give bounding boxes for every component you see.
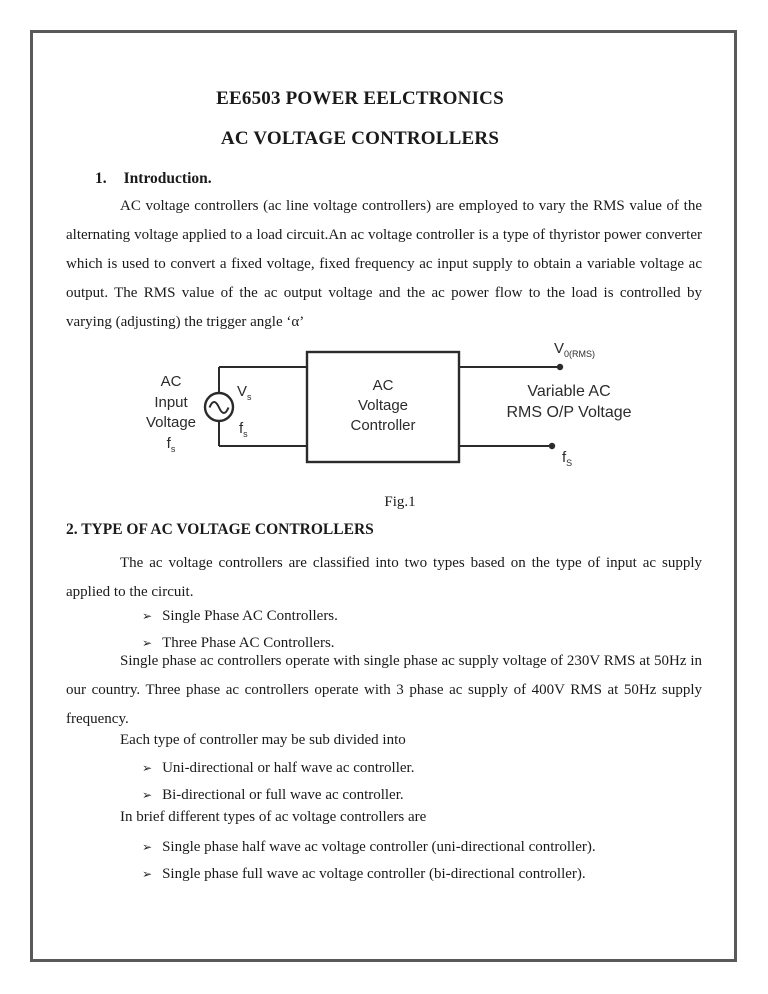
figure-block-diagram: AC Input Voltage fs Vs fs AC Voltage Con… [130,338,675,490]
list-item-text: Three Phase AC Controllers. [162,635,335,651]
list-item: ➢ Bi-directional or full wave ac controll… [66,782,702,809]
list-item-text: Single Phase AC Controllers. [162,608,338,624]
bullet-arrow-icon: ➢ [142,788,153,802]
list-item-text: Bi-directional or full wave ac controlle… [162,787,404,803]
output-voltage-label: V0(RMS) [554,339,595,360]
document-title-line2: AC VOLTAGE CONTROLLERS [220,128,500,149]
section-number: 1. [95,170,107,187]
output-frequency-label: fS [562,448,572,469]
controller-box [305,350,461,464]
input-label-line3: Voltage [145,414,197,431]
vo-main: V [554,340,565,357]
list-item-text: Uni-directional or half wave ac controll… [162,760,415,776]
fsout-main: f [562,449,567,466]
input-label-fs: fs [130,434,212,455]
bullet-arrow-icon: ➢ [142,636,153,650]
vs-label: Vs [237,382,252,403]
list-item: ➢ Single phase half wave ac voltage contr… [66,834,702,861]
list-item: ➢ Single Phase AC Controllers. [66,603,702,630]
bullet-arrow-icon: ➢ [142,867,153,881]
vo-sub: 0(RMS) [564,349,596,359]
bullet-list-direction-types: ➢ Uni-directional or half wave ac control… [66,755,702,809]
fsout-sub: S [566,458,573,468]
controller-box-label: AC Voltage Controller [307,376,459,436]
output-terminal-top [556,363,564,371]
box-label-line2: Voltage [357,397,409,414]
types-paragraph-2: Single phase ac controllers operate with… [66,653,702,727]
output-label-line1: Variable AC [527,383,611,400]
ac-source-icon [203,391,235,423]
vs-main: V [237,383,248,400]
list-item: ➢ Uni-directional or half wave ac control… [66,755,702,782]
subdivision-lead-line: Each type of controller may be sub divid… [120,732,406,748]
output-label-line2: RMS O/P Voltage [506,403,632,421]
list-item: ➢ Three Phase AC Controllers. [66,630,702,657]
fs-sub: s [243,429,248,439]
input-voltage-label: AC Input Voltage fs [130,372,212,454]
bullet-arrow-icon: ➢ [142,840,153,854]
list-item-text: Single phase half wave ac voltage contro… [162,839,596,855]
bullet-list-phase-types: ➢ Single Phase AC Controllers. ➢ Three Pha… [66,603,702,657]
sine-wave-icon [208,401,230,414]
output-terminal-bottom [548,442,556,450]
types-paragraph-1: The ac voltage controllers are classifie… [66,555,702,600]
section-heading-text: Introduction. [123,170,212,187]
document-title-line1: EE6503 POWER EELCTRONICS [216,88,504,109]
box-label-line3: Controller [350,417,416,434]
fs-main: f [239,420,244,437]
bullet-list-controller-types: ➢ Single phase half wave ac voltage contr… [66,834,702,888]
diagram-canvas [203,350,564,464]
input-label-line1: AC [160,373,182,390]
brief-lead-line: In brief different types of ac voltage c… [120,809,427,825]
bullet-arrow-icon: ➢ [142,609,153,623]
input-label-line2: Input [154,393,188,411]
vs-sub: s [247,392,252,402]
fs-main: f [166,434,171,452]
fs-label: fs [239,419,248,440]
variable-output-label: Variable AC RMS O/P Voltage [487,382,651,423]
section-heading-introduction: 1. Introduction. [95,170,212,188]
page-border [30,30,737,962]
fs-sub: s [170,443,176,454]
list-item: ➢ Single phase full wave ac voltage contr… [66,861,702,888]
box-label-line1: AC [372,377,394,394]
list-item-text: Single phase full wave ac voltage contro… [162,866,586,882]
section-heading-types: 2. TYPE OF AC VOLTAGE CONTROLLERS [66,521,374,538]
intro-paragraph: AC voltage controllers (ac line voltage … [66,198,702,330]
figure-caption: Fig.1 [384,494,416,510]
bullet-arrow-icon: ➢ [142,761,153,775]
